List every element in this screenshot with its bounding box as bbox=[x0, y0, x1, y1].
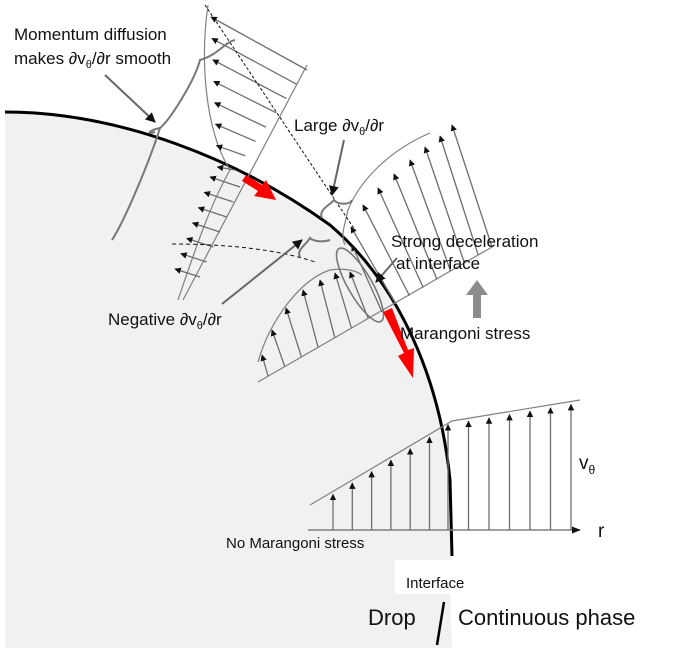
velocity-arrow bbox=[213, 80, 277, 114]
marangoni-profile bbox=[257, 124, 493, 383]
marangoni-arrow-lower bbox=[383, 308, 414, 378]
velocity-arrow bbox=[408, 159, 452, 272]
brace-momentum bbox=[111, 39, 236, 241]
velocity-arrow bbox=[191, 221, 221, 233]
velocity-arrow bbox=[212, 59, 287, 100]
velocity-arrow bbox=[216, 164, 236, 172]
label-strong-line1: Strong deceleration bbox=[391, 232, 538, 251]
interface-divider bbox=[435, 601, 446, 646]
label-marangoni-stress: Marangoni stress bbox=[400, 324, 530, 343]
no-marangoni-profile bbox=[308, 399, 581, 534]
velocity-arrow bbox=[260, 354, 269, 377]
velocity-arrow bbox=[210, 16, 308, 71]
velocity-arrow bbox=[186, 237, 214, 248]
velocity-arrow bbox=[214, 123, 256, 143]
label-momentum-line1: Momentum diffusion bbox=[14, 25, 167, 44]
velocity-arrow bbox=[215, 144, 246, 157]
brace-negative bbox=[298, 236, 331, 258]
velocity-arrow bbox=[301, 289, 319, 348]
velocity-arrow bbox=[174, 267, 201, 278]
pointer-large bbox=[329, 139, 345, 196]
label-vtheta: vθ bbox=[579, 453, 596, 477]
velocity-arrow bbox=[318, 279, 336, 338]
interface-label-box bbox=[396, 566, 486, 594]
label-no-marangoni: No Marangoni stress bbox=[226, 535, 364, 552]
velocity-arrow bbox=[180, 252, 207, 263]
label-large-gradient: Large ∂vθ/∂r bbox=[294, 116, 384, 138]
label-negative-gradient: Negative ∂vθ/∂r bbox=[108, 310, 222, 332]
drop-region bbox=[5, 112, 452, 648]
velocity-arrow bbox=[450, 124, 493, 248]
pointer-strong bbox=[375, 257, 398, 283]
pointer-negative bbox=[221, 239, 303, 305]
upstream-profile bbox=[174, 4, 308, 301]
label-drop: Drop bbox=[368, 605, 416, 630]
velocity-arrow bbox=[333, 272, 352, 328]
stress-up-arrow bbox=[466, 280, 488, 318]
velocity-arrow bbox=[362, 204, 411, 297]
deceleration-ellipse bbox=[335, 247, 385, 323]
velocity-arrow bbox=[351, 244, 383, 313]
label-continuous-phase: Continuous phase bbox=[458, 605, 635, 630]
marangoni-arrow-upper bbox=[242, 175, 276, 200]
label-r-axis: r bbox=[598, 521, 605, 542]
pointer-momentum bbox=[104, 74, 156, 123]
velocity-arrow bbox=[209, 175, 241, 188]
velocity-arrow bbox=[423, 146, 466, 264]
velocity-arrow bbox=[284, 307, 302, 357]
label-interface: Interface bbox=[406, 575, 464, 592]
velocity-arrow bbox=[203, 191, 234, 203]
velocity-arrow bbox=[350, 226, 397, 305]
velocity-arrow bbox=[377, 187, 424, 288]
brace-large bbox=[320, 198, 353, 219]
velocity-arrow bbox=[214, 102, 267, 128]
dashed-guide-lower bbox=[171, 243, 316, 263]
velocity-arrow bbox=[393, 173, 438, 280]
velocity-arrow bbox=[197, 206, 227, 218]
interface-curve bbox=[4, 110, 454, 557]
velocity-arrow bbox=[438, 135, 479, 256]
label-strong-line2: at interface bbox=[396, 254, 480, 273]
velocity-arrow bbox=[270, 329, 286, 367]
label-momentum-line2: makes ∂vθ/∂r smooth bbox=[14, 49, 171, 71]
velocity-arrow bbox=[349, 271, 369, 319]
velocity-arrow bbox=[211, 37, 298, 85]
